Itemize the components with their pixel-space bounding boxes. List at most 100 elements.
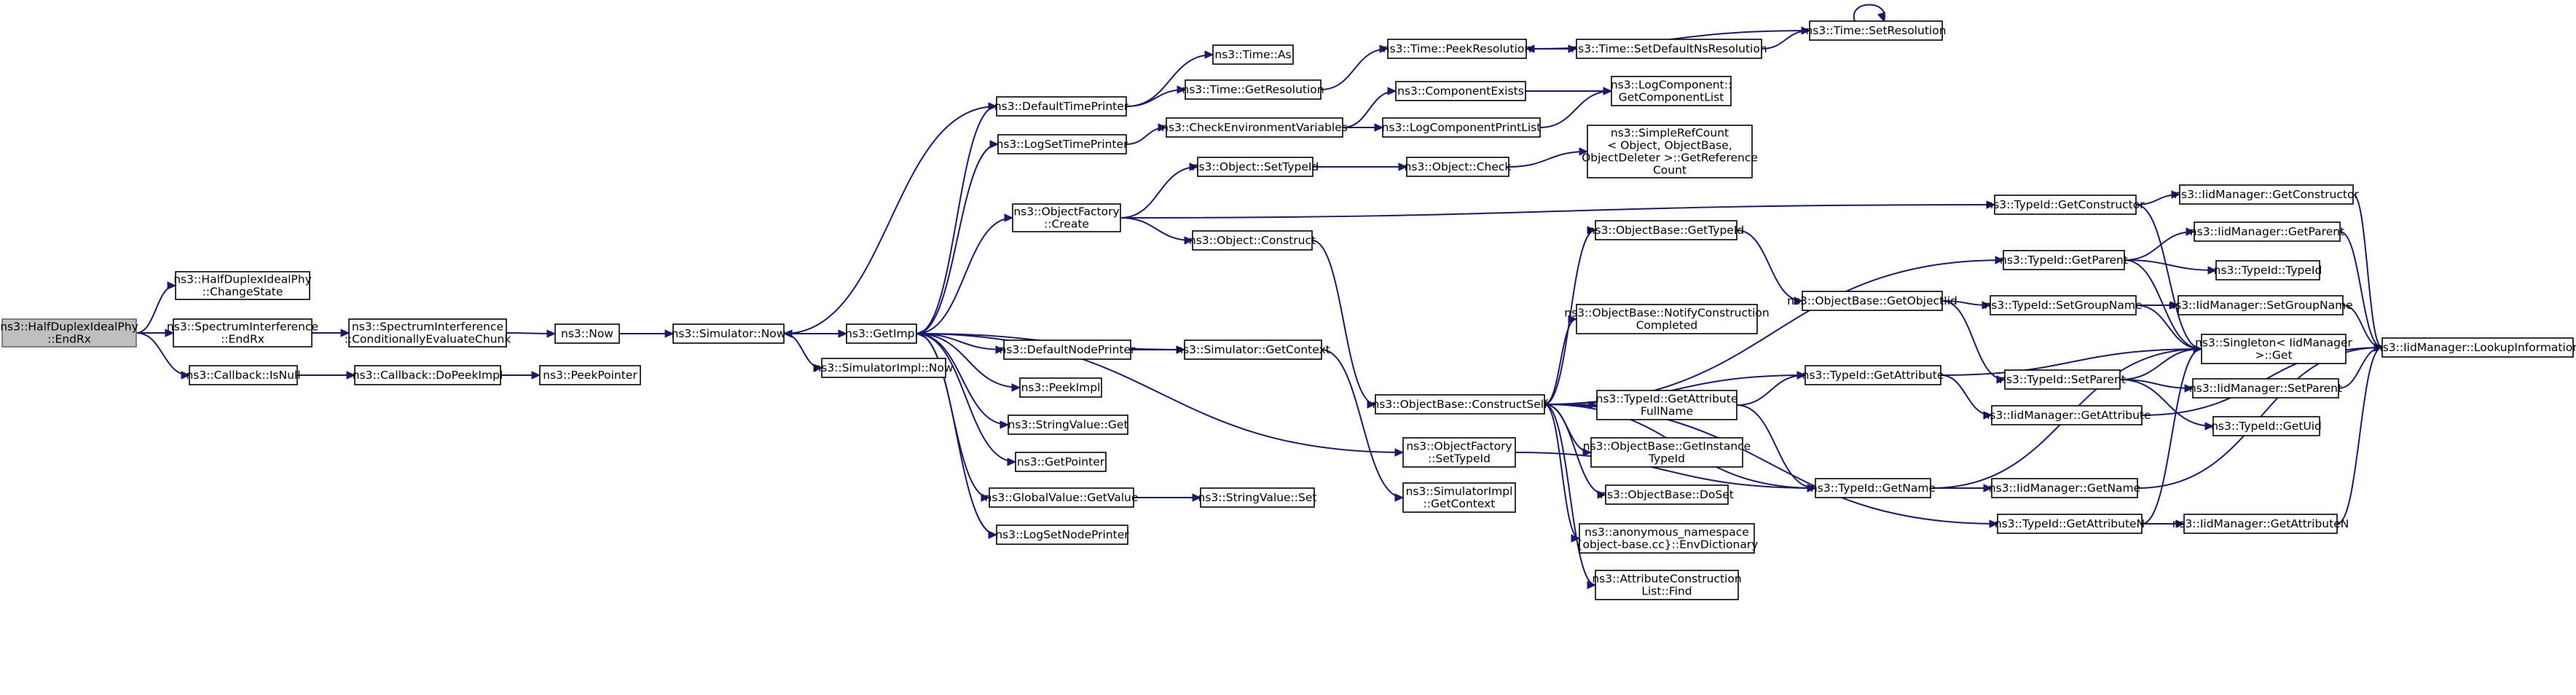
graph-node-label: ns3::StringValue::Get [1008,418,1128,431]
graph-node-label: ns3::TypeId::GetName [1810,482,1936,495]
graph-node-n9[interactable]: ns3::Callback::DoPeekImpl [353,365,503,385]
graph-node-n25[interactable]: ns3::SimpleRefCount< Object, ObjectBase,… [1582,125,1758,178]
graph-node-n28[interactable]: ns3::Simulator::GetContext [1176,339,1330,360]
graph-node-n62[interactable]: ns3::IidManager::GetAttributeN [2172,514,2349,534]
graph-node-n50[interactable]: ns3::TypeId::GetParent [2000,250,2128,270]
graph-node-n19[interactable]: ns3::ComponentExists [1395,81,1526,101]
graph-node-n12[interactable]: ns3::Time::As [1212,44,1294,65]
graph-node-n56[interactable]: ns3::IidManager::GetParent [2190,221,2344,242]
graph-node-n18[interactable]: ns3::CheckEnvironmentVariables [1161,117,1348,138]
graph-node-n47[interactable]: ns3::TypeId::GetName [1810,478,1936,498]
graph-node-n43[interactable]: ns3::anonymous_namespace{object-base.cc}… [1576,523,1759,554]
graph-node-n30[interactable]: ns3::StringValue::Get [1008,415,1128,435]
graph-node-box [2215,260,2320,280]
graph-node-n36[interactable]: ns3::ObjectFactory::SetTypeId [1402,437,1516,468]
graph-edge-n18-n21 [1343,123,1384,132]
graph-node-n34[interactable]: ns3::LogSetNodePrinter [995,525,1129,545]
graph-node-n58[interactable]: ns3::IidManager::SetGroupName [2168,295,2353,315]
graph-node-n55[interactable]: ns3::IidManager::GetConstructor [2174,184,2359,205]
graph-node-n46[interactable]: ns3::TypeId::GetAttribute [1802,365,1944,385]
graph-node-n54[interactable]: ns3::IidManager::GetName [1989,478,2140,498]
graph-node-label: ns3::Simulator::Now [672,327,786,340]
graph-edge-n11-n5 [782,106,997,338]
graph-node-n22[interactable]: ns3::ObjectFactory::Create [1012,203,1121,232]
graph-node-n57[interactable]: ns3::TypeId::TypeId [2214,260,2322,280]
graph-edge-n62-n63 [2336,343,2384,525]
graph-node-n6[interactable]: ns3::GetImpl [845,323,918,344]
graph-node-n16[interactable]: ns3::Time::SetResolution [1805,20,1947,41]
graph-node-label: ns3::GetPointer [1017,455,1105,468]
graph-node-n59[interactable]: ns3::Singleton< IidManager>::Get [2195,334,2353,364]
graph-node-label: ns3::IidManager::SetGroupName [2168,299,2352,312]
graph-node-n10[interactable]: ns3::PeekPointer [539,365,641,385]
graph-node-n42[interactable]: ns3::ObjectBase::DoSet [1600,484,1734,505]
graph-node-n51[interactable]: ns3::TypeId::SetGroupName [1984,295,2143,315]
graph-node-box [1809,20,1943,41]
graph-node-n27[interactable]: ns3::DefaultNodePrinter [1000,339,1136,360]
graph-node-label: ns3::Simulator::GetContext [1176,343,1330,356]
graph-edge-n45-n51 [1941,300,1992,310]
graph-node-label: ns3::TypeId::TypeId [2214,264,2322,277]
graph-node-n7[interactable]: ns3::SimulatorImpl::Now [814,358,954,378]
graph-edge-n3-n4 [506,329,557,338]
graph-node-box [2201,334,2347,364]
graph-node-n31[interactable]: ns3::GetPointer [1015,452,1107,472]
graph-node-n32[interactable]: ns3::GlobalValue::GetValue [985,487,1139,508]
graph-node-n4[interactable]: ns3::Now [554,323,620,344]
graph-node-label: ns3::TypeId::GetAttribute [1802,369,1944,382]
graph-node-n8[interactable]: ns3::Callback::IsNull [186,365,301,385]
graph-node-label: ns3::ComponentExists [1397,85,1524,98]
graph-node-n21[interactable]: ns3::LogComponentPrintList [1382,117,1542,138]
graph-node-n3[interactable]: ns3::SpectrumInterference::Conditionally… [345,318,511,348]
graph-node-n23[interactable]: ns3::Object::SetTypeId [1192,157,1319,177]
graph-node-label: ns3::Singleton< IidManager>::Get [2195,337,2352,362]
graph-node-n26[interactable]: ns3::Object::Construct [1189,230,1316,251]
graph-node-box [1200,487,1315,508]
graph-node-n38[interactable]: ns3::ObjectBase::GetTypeId [1588,220,1745,240]
graph-node-n63[interactable]: ns3::IidManager::LookupInformation [2376,337,2576,358]
graph-node-label: ns3::IidManager::LookupInformation [2376,341,2576,354]
graph-node-n1[interactable]: ns3::HalfDuplexIdealPhy::ChangeState [173,271,312,300]
graph-node-box [1576,304,1758,334]
graph-node-n60[interactable]: ns3::IidManager::SetParent [2189,378,2342,398]
graph-node-box [1595,220,1737,240]
graph-node-n29[interactable]: ns3::PeekImpl [1019,377,1102,398]
graph-node-label: ns3::LogComponent::GetComponentList [1611,79,1732,104]
graph-node-n37[interactable]: ns3::SimulatorImpl::GetContext [1402,482,1516,513]
graph-node-label: ns3::IidManager::GetParent [2190,225,2344,238]
graph-node-n24[interactable]: ns3::Object::Check [1405,157,1512,177]
graph-edge-n35-n43 [1544,404,1581,543]
graph-edge-n35-n42 [1544,404,1607,499]
graph-node-box [1008,415,1128,435]
graph-node-n33[interactable]: ns3::StringValue::Set [1198,487,1317,508]
graph-node-n49[interactable]: ns3::TypeId::GetConstructor [1986,195,2145,215]
graph-node-box [2194,221,2341,242]
graph-node-n0[interactable]: ns3::HalfDuplexIdealPhy::EndRx [0,318,138,348]
graph-node-box [1395,81,1526,101]
graph-node-n13[interactable]: ns3::Time::GetResolution [1182,79,1324,100]
graph-node-n53[interactable]: ns3::IidManager::GetAttribute [1982,405,2151,425]
graph-node-n11[interactable]: ns3::DefaultTimePrinter [994,96,1129,117]
graph-node-n2[interactable]: ns3::SpectrumInterference::EndRx [167,318,318,348]
graph-edge-n48-n62 [2141,519,2186,528]
graph-node-n5[interactable]: ns3::Simulator::Now [672,323,786,344]
graph-node-label: ns3::TypeId::SetParent [1999,373,2126,386]
graph-edge-n50-n56 [2124,227,2196,261]
graph-node-n48[interactable]: ns3::TypeId::GetAttributeN [1995,514,2145,534]
graph-node-n15[interactable]: ns3::Time::SetDefaultNsResolution [1571,39,1767,59]
graph-node-box [1997,514,2143,534]
graph-node-n52[interactable]: ns3::TypeId::SetParent [1999,369,2126,390]
graph-node-n14[interactable]: ns3::Time::PeekResolution [1383,39,1531,59]
graph-node-n45[interactable]: ns3::ObjectBase::GetObjectIid [1787,291,1957,311]
graph-node-n35[interactable]: ns3::ObjectBase::ConstructSelf [1372,394,1548,415]
graph-node-n17[interactable]: ns3::LogSetTimePrinter [997,134,1128,154]
graph-edge-n11-n13 [1126,85,1187,107]
graph-edge-n24-n25 [1508,147,1589,168]
graph-node-n20[interactable]: ns3::LogComponent::GetComponentList [1611,76,1732,106]
graph-node-n61[interactable]: ns3::TypeId::GetUid [2211,416,2322,436]
